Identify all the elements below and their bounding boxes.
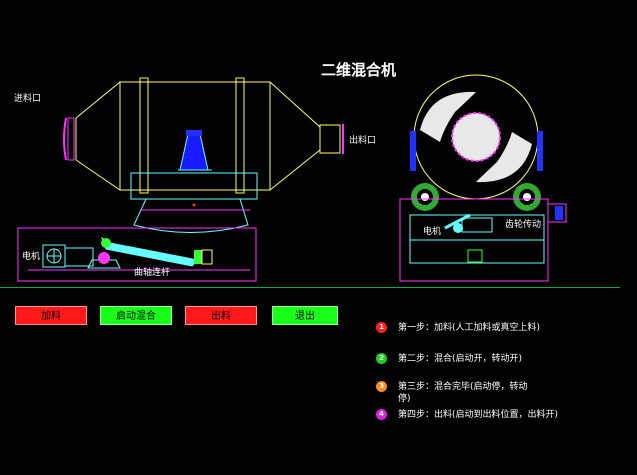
step-2-badge: 2 (376, 353, 387, 364)
crank-label: 曲轴连杆 (134, 268, 171, 278)
base-cradle (130, 172, 258, 233)
step-1-badge: 1 (376, 322, 387, 333)
inlet-label: 进料口 (14, 94, 42, 104)
gear-right (513, 183, 541, 211)
right-motor-label: 电机 (423, 227, 442, 237)
step-2-text: 第二步：混合(启动开，转动开) (398, 354, 523, 364)
outlet-label: 出料口 (349, 136, 377, 146)
page-title: 二维混合机 (321, 61, 397, 79)
drum-left-view (75, 77, 321, 194)
left-motor (42, 244, 94, 268)
step-4-badge: 4 (376, 409, 387, 420)
exit-button[interactable]: 退出 (272, 306, 338, 325)
step-1-text: 第一步：加料(人工加料或真空上料) (398, 323, 541, 333)
step-4-text: 第四步：出料(启动到出料位置，出料开) (398, 410, 559, 420)
gear-left (411, 183, 439, 211)
crank-linkage (87, 236, 213, 269)
drum-end-view (410, 74, 543, 200)
right-frame (399, 198, 567, 282)
left-frame (17, 227, 257, 282)
step-3-badge: 3 (376, 381, 387, 392)
inlet-flange (63, 117, 75, 161)
drum-support (178, 130, 212, 171)
section-divider (0, 287, 620, 288)
feed-button[interactable]: 加料 (15, 306, 87, 325)
left-motor-label: 电机 (22, 252, 41, 262)
step-3-text: 第三步：混合完毕(启动停，转动停) (398, 382, 528, 404)
gear-label: 齿轮传动 (505, 220, 542, 230)
discharge-button[interactable]: 出料 (185, 306, 257, 325)
outlet-flange (319, 124, 344, 154)
start-mix-button[interactable]: 启动混合 (100, 306, 172, 325)
